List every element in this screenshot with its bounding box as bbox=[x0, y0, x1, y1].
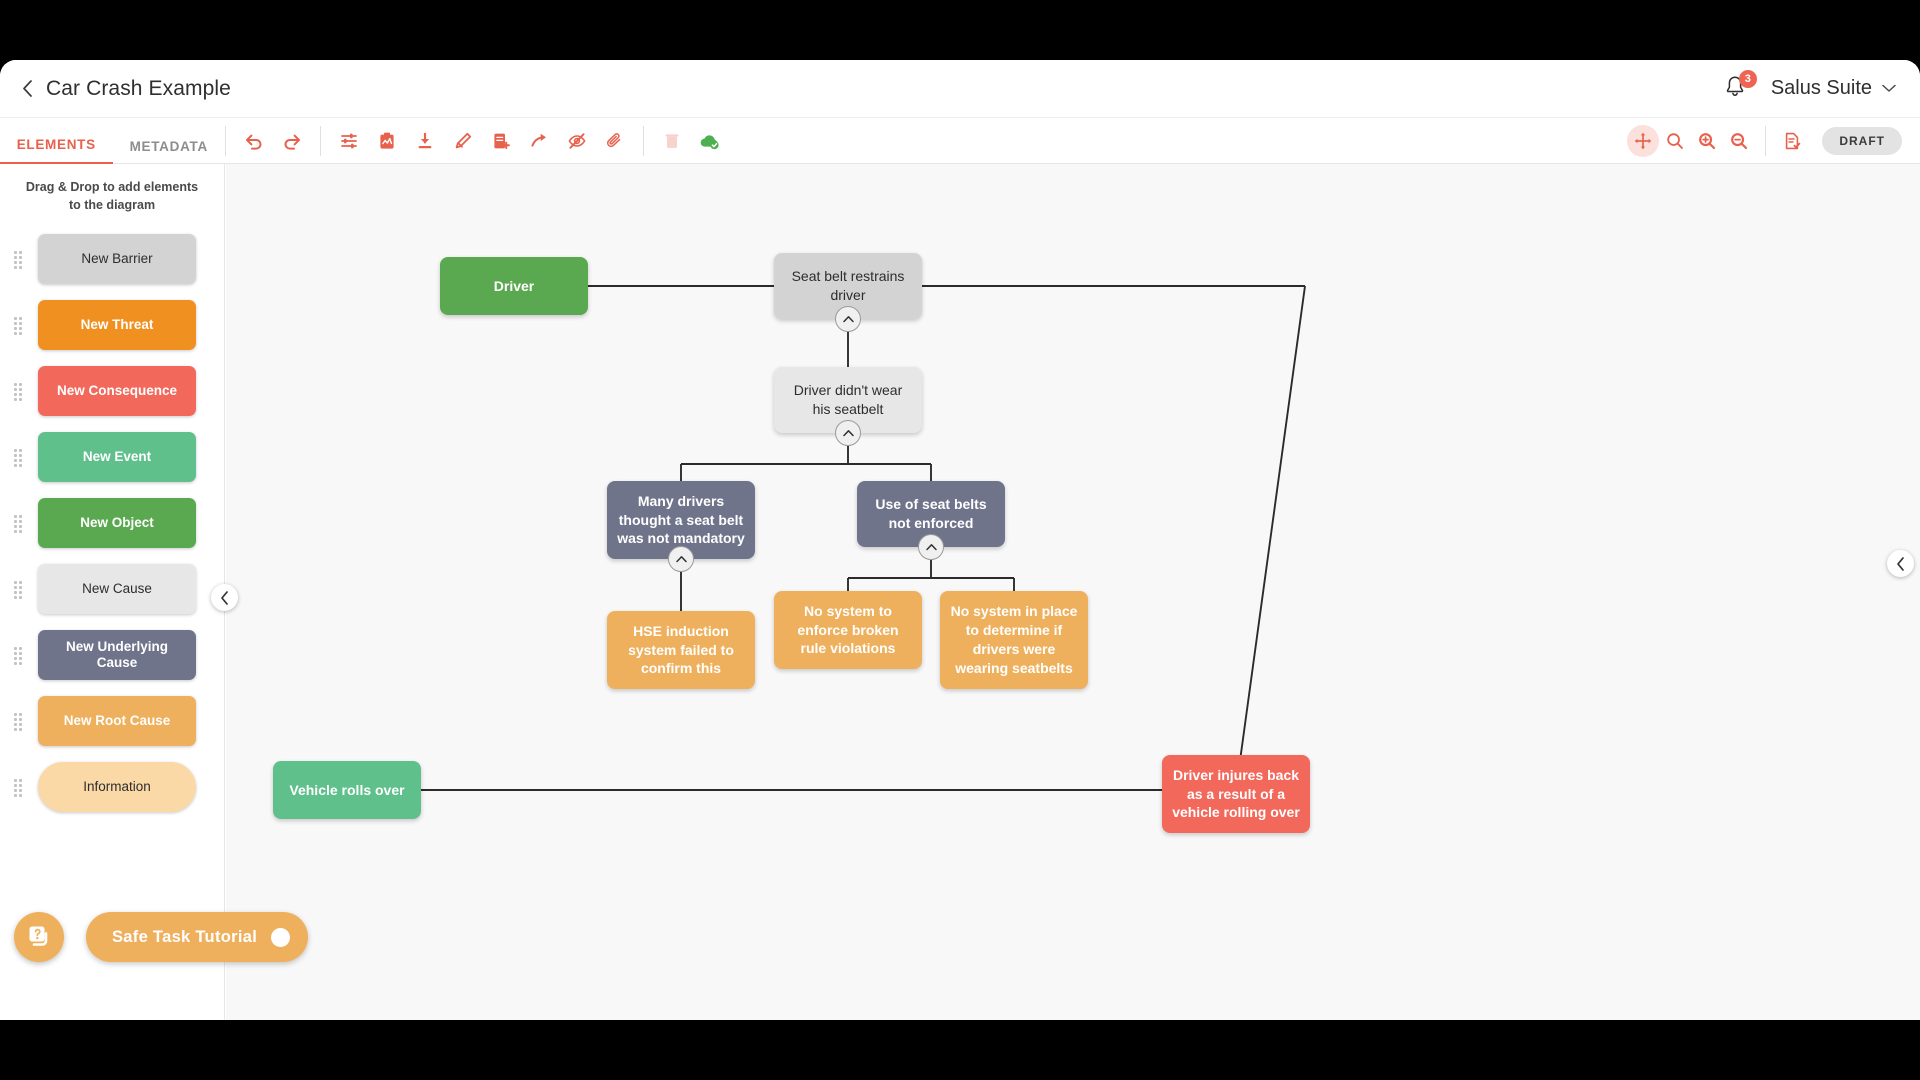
help-button[interactable] bbox=[14, 912, 64, 962]
app-window: Car Crash Example 3 Salus Suite ELEMENTS… bbox=[0, 60, 1920, 1020]
diagram-node-consequence-1[interactable]: Driver injures back as a result of a veh… bbox=[1162, 755, 1310, 833]
tutorial-label: Safe Task Tutorial bbox=[112, 927, 258, 946]
drag-handle-icon[interactable] bbox=[14, 647, 26, 666]
user-menu[interactable]: Salus Suite bbox=[1771, 77, 1896, 100]
toolbar-right-group: DRAFT bbox=[1627, 124, 1920, 157]
palette-item-new-underlying-cause[interactable]: New Underlying Cause bbox=[38, 630, 196, 681]
drag-handle-icon[interactable] bbox=[14, 713, 26, 732]
drag-handle-icon[interactable] bbox=[14, 581, 26, 600]
back-button[interactable] bbox=[14, 76, 40, 102]
drag-handle-icon[interactable] bbox=[14, 449, 26, 468]
right-panel-collapse-button[interactable] bbox=[1887, 550, 1914, 577]
palette-row: New Consequence bbox=[0, 358, 224, 424]
toolbar-divider bbox=[643, 125, 644, 156]
document-check-icon[interactable] bbox=[1776, 125, 1808, 157]
status-badge[interactable]: DRAFT bbox=[1822, 126, 1902, 155]
palette-row: New Underlying Cause bbox=[0, 622, 224, 688]
share-arrow-icon[interactable] bbox=[523, 125, 555, 157]
diagram-node-event-1[interactable]: Vehicle rolls over bbox=[273, 761, 421, 819]
user-name: Salus Suite bbox=[1770, 77, 1872, 99]
drag-handle-icon[interactable] bbox=[14, 317, 26, 336]
palette-row: Information bbox=[0, 754, 224, 820]
palette-row: New Root Cause bbox=[0, 688, 224, 754]
connector-lines bbox=[421, 285, 1306, 791]
toolbar-group-actions bbox=[644, 125, 738, 157]
elements-sidebar: Drag & Drop to add elements to the diagr… bbox=[0, 164, 225, 1020]
drag-handle-icon[interactable] bbox=[14, 383, 26, 402]
palette-item-new-event[interactable]: New Event bbox=[38, 432, 196, 483]
header-actions: 3 Salus Suite bbox=[1723, 69, 1920, 104]
toolbar-group-tools bbox=[321, 125, 643, 157]
palette-item-new-object[interactable]: New Object bbox=[38, 498, 196, 549]
page-title: Car Crash Example bbox=[46, 76, 231, 100]
download-icon[interactable] bbox=[409, 125, 441, 157]
pan-move-icon[interactable] bbox=[1627, 124, 1660, 157]
collapse-chevron-icon-barrier-1[interactable] bbox=[835, 306, 861, 332]
drag-handle-icon[interactable] bbox=[14, 515, 26, 534]
sidebar-hint: Drag & Drop to add elements to the diagr… bbox=[25, 180, 199, 213]
chevron-down-icon bbox=[1882, 81, 1896, 96]
tab-elements[interactable]: ELEMENTS bbox=[0, 137, 113, 164]
cloud-saved-icon[interactable] bbox=[694, 125, 726, 157]
palette-item-new-threat[interactable]: New Threat bbox=[38, 300, 196, 351]
delete-trash-icon[interactable] bbox=[656, 125, 688, 157]
notification-badge: 3 bbox=[1738, 69, 1757, 88]
edit-pencil-icon[interactable] bbox=[447, 125, 479, 157]
toolbar-divider bbox=[320, 125, 321, 156]
palette-item-information[interactable]: Information bbox=[38, 762, 196, 813]
palette-row: New Cause bbox=[0, 556, 224, 622]
attachment-icon[interactable] bbox=[599, 125, 631, 157]
notifications-button[interactable]: 3 bbox=[1723, 69, 1757, 104]
palette-row: New Object bbox=[0, 490, 224, 556]
palette-row: New Barrier bbox=[0, 226, 224, 292]
palette-item-new-consequence[interactable]: New Consequence bbox=[38, 366, 196, 417]
add-note-icon[interactable] bbox=[485, 125, 517, 157]
hide-eye-icon[interactable] bbox=[561, 125, 593, 157]
palette-item-new-cause[interactable]: New Cause bbox=[38, 564, 196, 615]
palette-item-new-barrier[interactable]: New Barrier bbox=[38, 234, 196, 285]
redo-icon[interactable] bbox=[276, 125, 308, 157]
tab-metadata[interactable]: METADATA bbox=[129, 138, 208, 154]
palette-row: New Threat bbox=[0, 292, 224, 358]
search-icon[interactable] bbox=[1659, 125, 1691, 157]
diagram-node-barrier-1[interactable]: Seat belt restrains driver bbox=[774, 253, 922, 319]
toolbar-divider bbox=[1765, 125, 1767, 156]
toolbar-group-history bbox=[226, 125, 320, 157]
diagram-node-ucause-2[interactable]: Use of seat belts not enforced bbox=[857, 481, 1005, 547]
sidebar-collapse-button[interactable] bbox=[211, 584, 238, 611]
tutorial-widget[interactable]: Safe Task Tutorial bbox=[86, 912, 309, 962]
diagram-node-driver[interactable]: Driver bbox=[440, 257, 588, 315]
drag-handle-icon[interactable] bbox=[14, 251, 26, 270]
tutorial-toggle-dot[interactable] bbox=[271, 927, 291, 947]
drag-handle-icon[interactable] bbox=[14, 779, 26, 798]
main-toolbar: ELEMENTS METADATA bbox=[0, 118, 1920, 164]
collapse-chevron-icon-ucause-1[interactable] bbox=[668, 546, 694, 572]
diagram-node-rootcause-1[interactable]: HSE induction system failed to confirm t… bbox=[607, 611, 755, 689]
zoom-in-icon[interactable] bbox=[1691, 125, 1723, 157]
palette-row: New Event bbox=[0, 424, 224, 490]
settings-sliders-icon[interactable] bbox=[333, 125, 365, 157]
diagram-node-rootcause-2[interactable]: No system to enforce broken rule violati… bbox=[774, 591, 922, 669]
toolbar-divider bbox=[225, 125, 226, 156]
palette-item-new-root-cause[interactable]: New Root Cause bbox=[38, 696, 196, 747]
panel-tabs: ELEMENTS METADATA bbox=[0, 118, 225, 164]
zoom-out-icon[interactable] bbox=[1723, 125, 1755, 157]
collapse-chevron-icon-ucause-2[interactable] bbox=[918, 534, 944, 560]
app-header: Car Crash Example 3 Salus Suite bbox=[0, 60, 1920, 118]
risk-assessment-icon[interactable] bbox=[371, 125, 403, 157]
undo-icon[interactable] bbox=[238, 125, 270, 157]
help-question-icon bbox=[29, 926, 48, 946]
collapse-chevron-icon-cause-1[interactable] bbox=[835, 420, 861, 446]
diagram-node-rootcause-3[interactable]: No system in place to determine if drive… bbox=[940, 591, 1088, 689]
